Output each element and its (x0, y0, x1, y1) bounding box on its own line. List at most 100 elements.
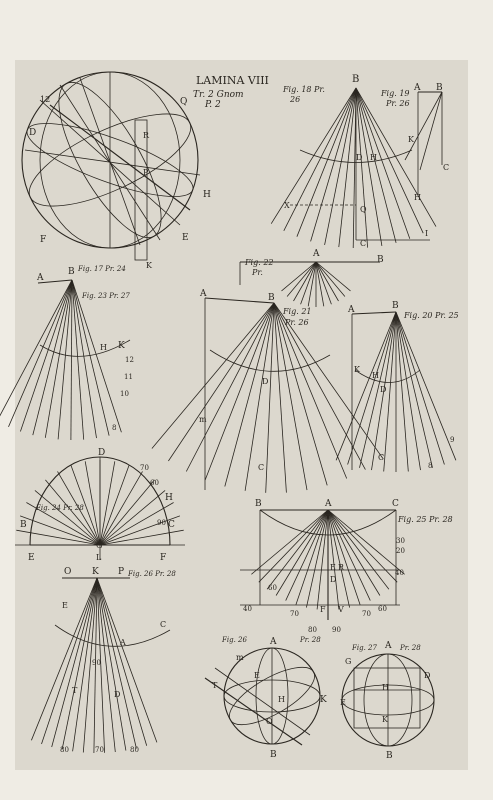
hour-line (96, 577, 137, 749)
hour-line (31, 577, 98, 741)
fig-21-label-a: A (199, 289, 207, 299)
hour-line (355, 87, 437, 227)
fig-27-sphere: Fig. 27 Pr. 28 A G H K E B D (340, 641, 435, 761)
hour-line (93, 577, 98, 754)
fig-26b-label-h: H (278, 695, 285, 704)
fig-22-label-b: B (377, 255, 384, 265)
fig-24-label-c: C (168, 520, 175, 530)
hour-line (71, 279, 85, 440)
fig-24-label-90: 90 (157, 519, 166, 527)
fig-26-label-k: K (92, 567, 99, 577)
fig-26: O K P Fig. 26 Pr. 28 E C A T D 80 70 80 … (31, 567, 176, 754)
hour-line (335, 311, 397, 461)
hour-line (20, 279, 73, 432)
hour-line (395, 311, 433, 468)
fig-26b-number: Pr. 28 (299, 636, 321, 644)
engraved-plate (15, 60, 468, 770)
fig-25-label-90: 90 (332, 626, 341, 634)
hour-line (359, 311, 397, 468)
fig-20-label-9: 9 (450, 436, 454, 444)
hour-line (273, 302, 384, 459)
sphere-label-12: 12 (40, 95, 50, 104)
hour-line (327, 509, 340, 610)
fig-26b-label-o: O (266, 717, 273, 726)
hour-line (82, 577, 98, 753)
hour-line (224, 302, 275, 487)
fig-21-number: Pr. 26 (284, 318, 309, 327)
hour-line (19, 515, 101, 546)
fig-25-label: Fig. 25 Pr. 28 (397, 515, 453, 524)
sphere-label-e: E (182, 233, 189, 243)
hour-line (347, 311, 397, 465)
plate-subtitle-2: P. 2 (204, 100, 221, 110)
sphere-label-q: Q (180, 97, 187, 107)
hour-line (383, 311, 397, 472)
fig-26-sphere: Fig. 26 Pr. 28 A K B T O E H m (204, 636, 327, 760)
fig-18-number: 26 (289, 95, 300, 104)
hour-line (99, 502, 174, 546)
fig-24-label-60: 60 (150, 479, 159, 487)
fig-24-label-h: H (165, 493, 173, 503)
hour-line (316, 509, 329, 610)
hour-line (315, 261, 325, 307)
fig-17-label-b: B (68, 267, 75, 277)
fig-26-label-a: A (119, 638, 126, 647)
fig-24-label: Fig. 24 Pr. 28 (35, 504, 84, 512)
fig-25-label-e: E (330, 563, 336, 572)
hour-line (34, 490, 101, 546)
hour-line (185, 302, 275, 472)
sphere-label-k: K (146, 261, 153, 270)
fig-24-label-d: D (98, 448, 105, 458)
hour-line (70, 464, 101, 546)
fig-20: A B Fig. 20 Pr. 25 K H D C 9 8 (335, 301, 459, 472)
hour-line (371, 311, 397, 471)
hour-line (306, 509, 329, 608)
fig-27-label-e: E (340, 698, 346, 707)
hour-line (273, 302, 348, 479)
sphere-label-f: F (40, 235, 46, 245)
fig-26-label-o: O (64, 567, 71, 577)
fig-25-label-40: 40 (243, 605, 252, 613)
fig-27-label-g: G (345, 657, 351, 666)
hour-line (324, 87, 357, 245)
hour-line (44, 279, 73, 438)
hour-line (307, 261, 317, 307)
hour-line (99, 515, 181, 546)
hour-line (395, 311, 445, 465)
fig-26b-label-m: m (236, 653, 244, 662)
fig-19-label-h: H (414, 193, 421, 202)
hour-line (273, 302, 308, 491)
fig-17-label-10: 10 (120, 390, 129, 398)
fig-20-label-d: D (380, 385, 386, 394)
fig-26-label-70: 70 (95, 746, 104, 754)
hour-line (395, 311, 457, 461)
hour-line (41, 577, 98, 745)
fig-18-label-c: C (360, 239, 366, 248)
hour-line (327, 509, 381, 596)
hour-line (327, 509, 405, 575)
fig-18-label-x: X (284, 201, 290, 210)
fig-27-label-k: K (382, 715, 389, 724)
hour-line (99, 490, 166, 546)
fig-25-label-v: V (337, 605, 344, 614)
hour-line (57, 471, 101, 546)
hour-line (273, 302, 366, 470)
hour-line (32, 279, 73, 436)
sphere-label-r: R (143, 131, 150, 140)
fig-25-label-60b: 60 (268, 584, 277, 592)
fig-19-label-k: K (408, 135, 415, 144)
fig-26-label: Fig. 26 Pr. 28 (127, 570, 176, 578)
hour-line (0, 279, 73, 417)
hour-line (99, 471, 143, 546)
hour-line (315, 261, 351, 292)
fig-21: A B Fig. 21 Pr. 26 D C m (151, 289, 384, 493)
fig-27-label-b: B (386, 751, 393, 761)
hour-line (244, 302, 275, 491)
plate-subtitle-1: Tr. 2 Gnom (193, 90, 244, 100)
fig-26-label-d: D (114, 690, 120, 699)
fig-26b-label-b: B (270, 750, 277, 760)
fig-26b-label-t: T (212, 681, 218, 690)
hour-line (338, 87, 357, 248)
hour-line (310, 87, 357, 242)
